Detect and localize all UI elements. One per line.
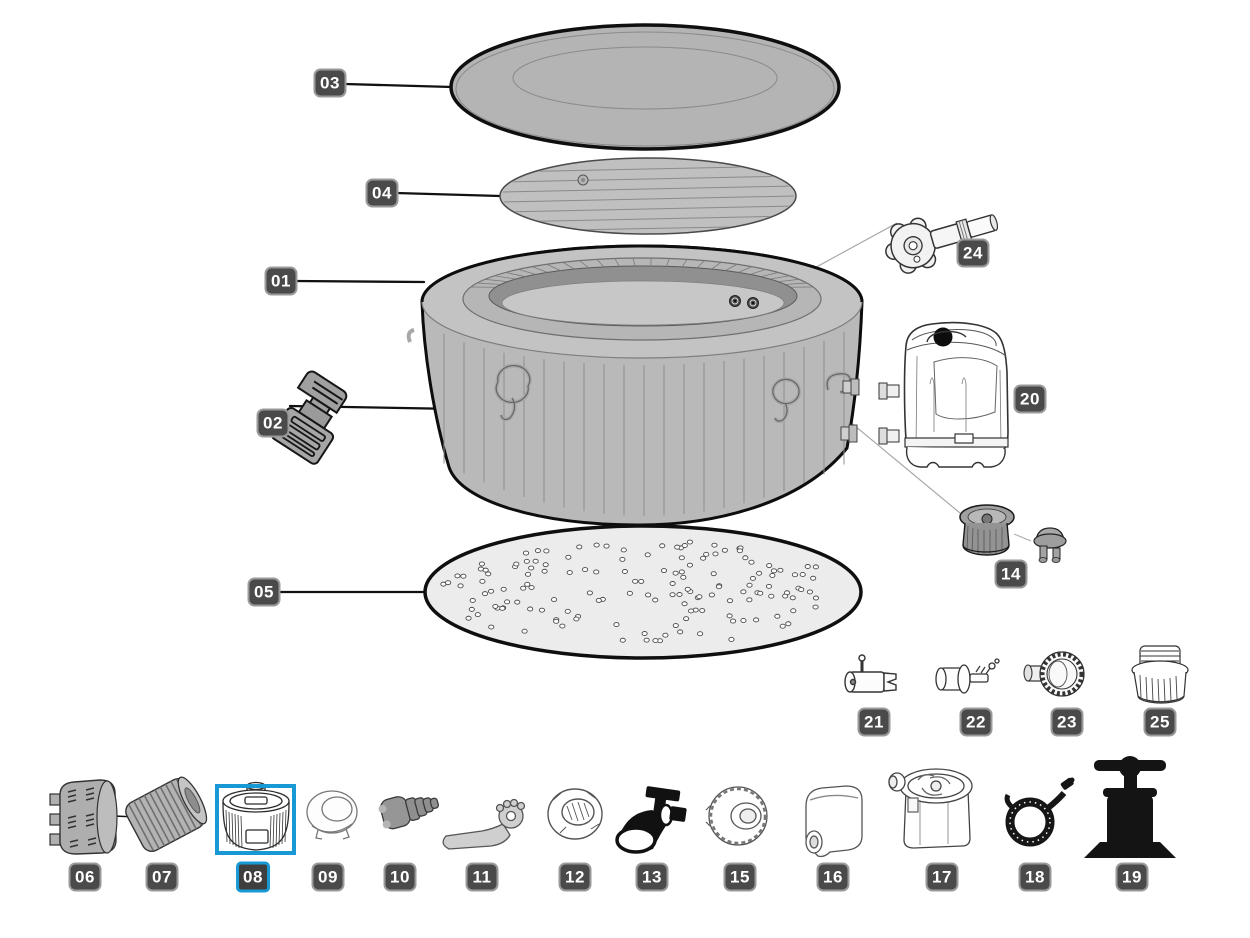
part-06-graphic[interactable]: [49, 779, 118, 855]
part-badge-13[interactable]: 13: [635, 862, 669, 892]
part-21-graphic[interactable]: [844, 654, 897, 693]
part-10-graphic[interactable]: [377, 787, 442, 831]
part-23-graphic[interactable]: [1023, 651, 1085, 697]
part-01-graphic spa-tub[interactable]: [406, 244, 864, 527]
part-badge-23[interactable]: 23: [1050, 707, 1084, 737]
part-badge-10[interactable]: 10: [383, 862, 417, 892]
leader-01: [293, 279, 426, 284]
part-badge-08[interactable]: 08: [236, 861, 270, 893]
part-badge-21[interactable]: 21: [857, 707, 891, 737]
leader-04: [394, 191, 502, 198]
part-17-graphic air-pump[interactable]: [888, 768, 973, 849]
part-12-graphic ring-nut[interactable]: [547, 788, 603, 840]
drain-plug: [1033, 527, 1067, 563]
part-badge-22[interactable]: 22: [959, 707, 993, 737]
tub-jets: [729, 295, 759, 309]
part-15-graphic jet-face[interactable]: [705, 786, 768, 846]
part-03-graphic spa-cover[interactable]: [449, 23, 841, 151]
selection-highlight-box: [215, 784, 296, 855]
part-badge-04[interactable]: 04: [365, 178, 399, 208]
ground-cloth-dots: [440, 539, 820, 644]
tub-hose-stubs: [840, 378, 860, 443]
part-badge-18[interactable]: 18: [1018, 862, 1052, 892]
part-badge-15[interactable]: 15: [723, 862, 757, 892]
part-11-graphic wrench-tool[interactable]: [442, 798, 526, 850]
part-badge-01[interactable]: 01: [264, 266, 298, 296]
part-19-graphic hand-pump[interactable]: [1084, 756, 1176, 858]
part-07-graphic filter-cartridge[interactable]: [122, 773, 212, 855]
part-badge-05[interactable]: 05: [247, 577, 281, 607]
part-badge-17[interactable]: 17: [925, 862, 959, 892]
inner-rim-ticks: [470, 257, 814, 288]
part-badge-06[interactable]: 06: [68, 862, 102, 892]
part-09-graphic[interactable]: [306, 790, 358, 840]
leader-14b: [1013, 533, 1032, 542]
part-22-graphic[interactable]: [935, 658, 1000, 694]
part-badge-19[interactable]: 19: [1115, 862, 1149, 892]
leader-03: [343, 82, 454, 89]
part-08-graphic filter-housing[interactable]: [222, 781, 290, 851]
part-16-graphic adapter[interactable]: [805, 785, 863, 858]
part-14-graphic drain-strainer[interactable]: [959, 504, 1067, 563]
part-badge-03[interactable]: 03: [313, 68, 347, 98]
part-badge-02[interactable]: 02: [256, 408, 290, 438]
part-24-graphic control-valve[interactable]: [879, 197, 1003, 277]
part-05-graphic ground-cloth[interactable]: [423, 524, 863, 660]
part-18-graphic hose[interactable]: [1004, 777, 1075, 847]
part-13-graphic chemical-dispenser[interactable]: [615, 786, 687, 854]
part-badge-09[interactable]: 09: [311, 862, 345, 892]
part-badge-12[interactable]: 12: [558, 862, 592, 892]
part-badge-07[interactable]: 07: [145, 862, 179, 892]
part-20-graphic pump-unit[interactable]: [878, 321, 1009, 468]
pump-inlet-hole: [933, 327, 953, 347]
part-badge-14[interactable]: 14: [994, 559, 1028, 589]
part-04-graphic inflatable-lid[interactable]: [499, 157, 797, 235]
part-badge-25[interactable]: 25: [1143, 707, 1177, 737]
part-badge-16[interactable]: 16: [816, 862, 850, 892]
part-25-graphic[interactable]: [1131, 645, 1189, 704]
part-badge-20[interactable]: 20: [1013, 384, 1047, 414]
tub-wall-ribs: [443, 331, 845, 516]
part-badge-24[interactable]: 24: [956, 238, 990, 268]
leader-14: [848, 420, 967, 519]
vent-slots: [67, 787, 97, 848]
pump-connectors: [878, 382, 900, 445]
part-badge-11[interactable]: 11: [465, 862, 499, 892]
lid-valve-center: [581, 178, 585, 182]
